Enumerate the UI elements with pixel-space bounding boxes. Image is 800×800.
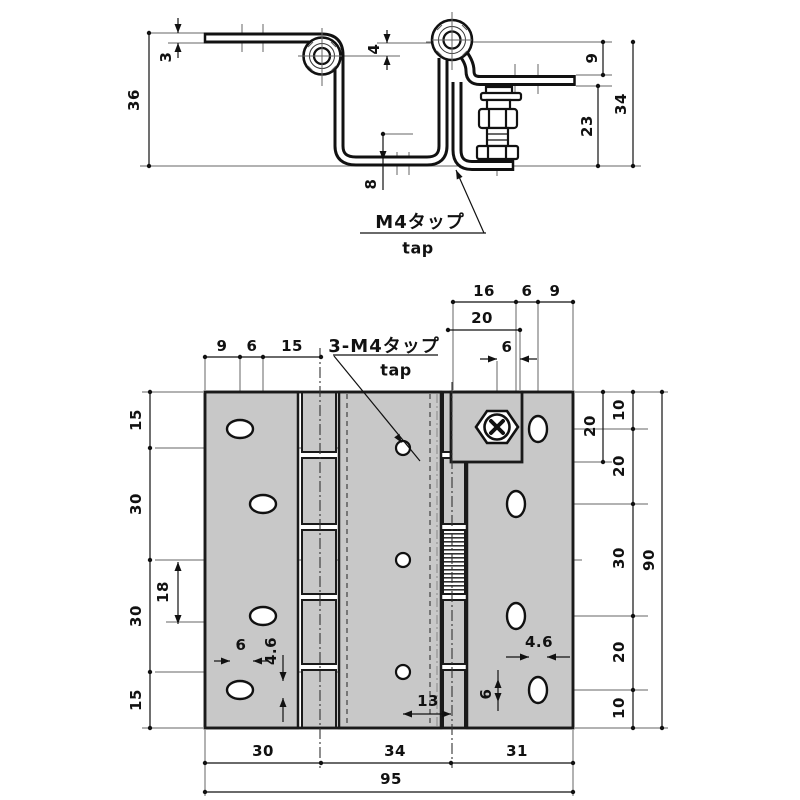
slot-holes-right: [505, 414, 549, 705]
knuckle-strip-left: [301, 391, 337, 729]
dim-right-30: 30: [610, 547, 628, 569]
dim-block-width: 20: [471, 309, 493, 327]
dim-arm-offset: 9: [583, 52, 601, 64]
lock-nut: [475, 144, 520, 161]
dim-screw-offset: 6: [501, 338, 513, 356]
tap-note-plan-en: tap: [380, 360, 412, 380]
plate-outline: [203, 390, 575, 730]
dim-top-left-9: 9: [216, 337, 228, 355]
dim-slot-right-w: 4.6: [524, 633, 554, 651]
dim-height-total: 36: [125, 89, 143, 111]
dim-left-30a: 30: [127, 493, 145, 515]
dim-pin-offset: 4: [365, 43, 383, 55]
dim-left-30b: 30: [127, 605, 145, 627]
phillips-cross-icon: [489, 419, 505, 435]
dim-left-15a: 15: [127, 409, 145, 431]
dim-overall-height: 34: [612, 93, 630, 115]
dim-bottom-30: 30: [252, 742, 274, 760]
dim-right-10b: 10: [610, 697, 628, 719]
dim-bottom-34: 34: [384, 742, 406, 760]
dim-top-right-6: 6: [521, 282, 533, 300]
dim-right-20b: 20: [610, 641, 628, 663]
dim-top-left-15: 15: [281, 337, 303, 355]
hinge-barrel-right: [430, 14, 474, 66]
dim-right-overall-90: 90: [640, 549, 658, 571]
dim-left-18: 18: [154, 581, 172, 603]
side-view-drawing: [140, 12, 641, 234]
tap-note-side-en: tap: [402, 238, 434, 258]
dim-right-10a: 10: [610, 399, 628, 421]
dim-tap-offset-13: 13: [417, 692, 439, 710]
mount-arm: [455, 46, 576, 86]
dim-top-left-6: 6: [246, 337, 258, 355]
tap-note-side-jp: M4タップ: [375, 212, 465, 233]
dim-clamp-height: 23: [578, 115, 596, 137]
dim-top-right-9: 9: [549, 282, 561, 300]
dim-slot-left-h: 4.6: [262, 636, 280, 666]
dim-thickness: 3: [157, 51, 175, 63]
dim-slot-right-h: 6: [477, 688, 495, 700]
dim-top-right-16: 16: [473, 282, 495, 300]
hatched-barrel-section: [442, 529, 466, 595]
hinge-barrel-left: [302, 28, 342, 86]
dim-left-15b: 15: [127, 689, 145, 711]
screw-shaft: [485, 126, 510, 148]
upper-nut: [477, 107, 519, 130]
dim-right-20a: 20: [610, 455, 628, 477]
dim-block-height: 20: [581, 415, 599, 437]
clamp-bracket: [451, 82, 515, 171]
dim-foot-depth: 8: [362, 178, 380, 190]
tap-note-plan-jp: 3-M4タップ: [328, 336, 440, 357]
dim-slot-left-w: 6: [235, 636, 247, 654]
dim-bottom-overall-95: 95: [380, 770, 402, 788]
hex-screw-head: [474, 409, 520, 445]
plan-view-drawing: [142, 299, 668, 796]
middle-plate: [337, 390, 443, 730]
dim-bottom-31: 31: [506, 742, 528, 760]
slot-holes-left: [225, 418, 278, 701]
clamp-screw: [475, 85, 523, 161]
